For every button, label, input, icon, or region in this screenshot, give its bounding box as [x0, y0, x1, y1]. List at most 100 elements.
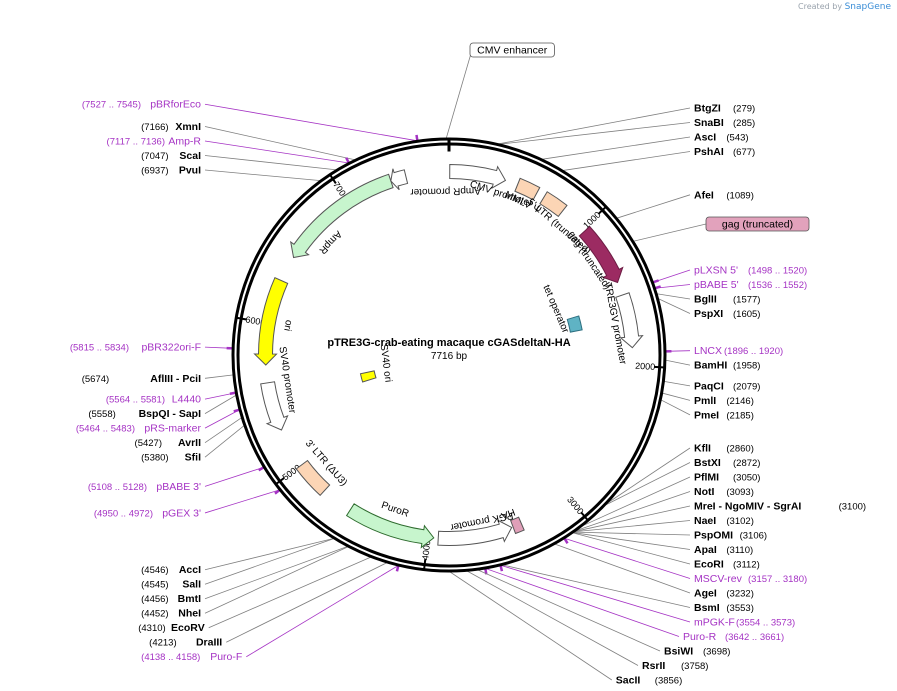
pbr322ori-f-primer-label[interactable]: pBR322ori-F: [141, 342, 201, 354]
ltr5-feature[interactable]: [539, 191, 568, 218]
amp-r-primer-label[interactable]: Amp-R: [168, 136, 201, 148]
bspqi-sapi-site-position: (5558): [88, 409, 115, 420]
asci-site-label[interactable]: AscI: [694, 132, 716, 144]
sfii-site-label[interactable]: SfiI: [185, 452, 201, 464]
paqci-site-label[interactable]: PaqCI: [694, 380, 724, 392]
lncx-primer-position: (1896 .. 1920): [724, 346, 783, 357]
agei-site-label[interactable]: AgeI: [694, 588, 717, 600]
draiii-site-position: (4213): [149, 638, 176, 649]
afei-site-label[interactable]: AfeI: [694, 189, 714, 201]
prs-marker-primer-position: (5464 .. 5483): [76, 424, 135, 435]
puro-r-primer-label[interactable]: Puro-R: [683, 631, 717, 643]
pbabe-5-primer-position: (1536 .. 1552): [748, 280, 807, 291]
tick-label: 2000: [635, 361, 656, 372]
gag-callout-box[interactable]: [705, 216, 810, 232]
naei-site-label[interactable]: NaeI: [694, 515, 716, 527]
mrei-ngomiv-sgrai-site-label[interactable]: MreI - NgoMIV - SgrAI: [694, 501, 801, 513]
acci-site-label[interactable]: AccI: [179, 564, 201, 576]
sv40-ori-feature[interactable]: [359, 370, 377, 383]
mscv-rev-primer-label[interactable]: MSCV-rev: [694, 573, 743, 585]
afliii-pcii-site-label[interactable]: AflIII - PciI: [150, 373, 201, 385]
cmv-enhancer-box[interactable]: [469, 42, 555, 58]
snabi-site-label[interactable]: SnaBI: [694, 117, 724, 129]
enzyme-leader: [449, 571, 613, 681]
ecorv-site-label[interactable]: EcoRV: [171, 622, 205, 634]
ori-feature[interactable]: [253, 277, 289, 366]
pgex-3-primer-label[interactable]: pGEX 3': [162, 507, 201, 519]
pvui-site-position: (6937): [141, 166, 168, 177]
pflmi-site-label[interactable]: PflMI: [694, 472, 719, 484]
ltr3-feature[interactable]: [295, 459, 331, 497]
pspxi-site-label[interactable]: PspXI: [694, 308, 723, 320]
enzyme-leader: [208, 556, 372, 629]
ha-feature[interactable]: [509, 516, 525, 535]
avrii-site-position: (5427): [135, 438, 162, 449]
noti-site-label[interactable]: NotI: [694, 486, 714, 498]
avrii-site-label[interactable]: AvrII: [178, 437, 201, 449]
rsrii-site-label[interactable]: RsrII: [642, 660, 665, 672]
kfli-site-label[interactable]: KflI: [694, 443, 711, 455]
pflmi-site-position: (3050): [733, 473, 760, 484]
pmli-site-label[interactable]: PmlI: [694, 395, 716, 407]
pvui-site-label[interactable]: PvuI: [179, 165, 201, 177]
l4440-primer-label[interactable]: L4440: [172, 394, 201, 406]
sali-site-label[interactable]: SalI: [182, 579, 201, 591]
btgzi-site-label[interactable]: BtgZI: [694, 103, 721, 115]
pspomi-site-label[interactable]: PspOMI: [694, 530, 733, 542]
bamhi-site-label[interactable]: BamHI: [694, 360, 727, 372]
tre3gv-feature[interactable]: [615, 292, 644, 349]
bstxi-site-label[interactable]: BstXI: [694, 457, 721, 469]
bmti-site-label[interactable]: BmtI: [178, 593, 201, 605]
pbabe-3-primer-label[interactable]: pBABE 3': [156, 481, 201, 493]
pbrforeco-primer-label[interactable]: pBRforEco: [150, 99, 201, 111]
pmli-site-position: (2146): [726, 396, 753, 407]
lncx-primer-label[interactable]: LNCX: [694, 345, 722, 357]
pgk-feature[interactable]: [437, 519, 513, 547]
sv40-promoter-feature[interactable]: [260, 381, 289, 431]
bspqi-sapi-site-label[interactable]: BspQI - SapI: [139, 408, 202, 420]
bglii-site-label[interactable]: BglII: [694, 293, 717, 305]
apai-site-label[interactable]: ApaI: [694, 544, 717, 556]
pshai-site-position: (677): [733, 147, 755, 158]
cmv-enhancer-label: CMV enhancer: [477, 45, 548, 57]
mmlv-psi-feature[interactable]: [514, 177, 541, 201]
puror-feature[interactable]: [345, 503, 435, 549]
cmv-promoter-feature[interactable]: [449, 163, 507, 189]
bsiwi-site-label[interactable]: BsiWI: [664, 646, 693, 658]
puro-f-primer-label[interactable]: Puro-F: [210, 651, 242, 663]
draiii-site-label[interactable]: DraIII: [196, 637, 222, 649]
plxsn-5-primer-label[interactable]: pLXSN 5': [694, 264, 738, 276]
primer-leader: [485, 568, 680, 637]
pbr322ori-f-primer-position: (5815 .. 5834): [70, 343, 129, 354]
credit-prefix: Created by: [798, 2, 843, 11]
scai-site-label[interactable]: ScaI: [179, 150, 201, 162]
pshai-site-label[interactable]: PshAI: [694, 146, 724, 158]
xmni-site-label[interactable]: XmnI: [175, 121, 201, 133]
tet-op-label: tet operator: [540, 283, 571, 335]
mrei-ngomiv-sgrai-site-position: (3100): [839, 502, 866, 513]
pbabe-5-primer-label[interactable]: pBABE 5': [694, 279, 739, 291]
ori-label: ori: [281, 319, 294, 332]
tet-op-feature[interactable]: [566, 315, 583, 333]
ecori-site-label[interactable]: EcoRI: [694, 559, 724, 571]
tick-mark: [580, 511, 590, 522]
afei-site-position: (1089): [726, 190, 753, 201]
pbabe-3-primer-position: (5108 .. 5128): [88, 482, 147, 493]
ampr-promoter-feature[interactable]: [390, 168, 409, 191]
credit-brand: SnapGene: [844, 2, 891, 12]
enzyme-leader: [476, 569, 661, 652]
bglii-site-position: (1577): [733, 294, 760, 305]
sacii-site-label[interactable]: SacII: [616, 675, 641, 687]
pmei-site-label[interactable]: PmeI: [694, 409, 719, 421]
asci-site-position: (543): [726, 133, 748, 144]
afliii-pcii-site-position: (5674): [82, 374, 109, 385]
nhei-site-label[interactable]: NheI: [178, 608, 201, 620]
gag-feature[interactable]: [578, 225, 624, 284]
primer-leader: [204, 103, 418, 142]
enzyme-leader: [663, 380, 691, 387]
bsmi-site-label[interactable]: BsmI: [694, 602, 720, 614]
tick-mark: [597, 205, 608, 215]
primer-leader: [204, 409, 240, 429]
prs-marker-primer-label[interactable]: pRS-marker: [144, 423, 201, 435]
mpgk-f-primer-label[interactable]: mPGK-F: [694, 617, 735, 629]
